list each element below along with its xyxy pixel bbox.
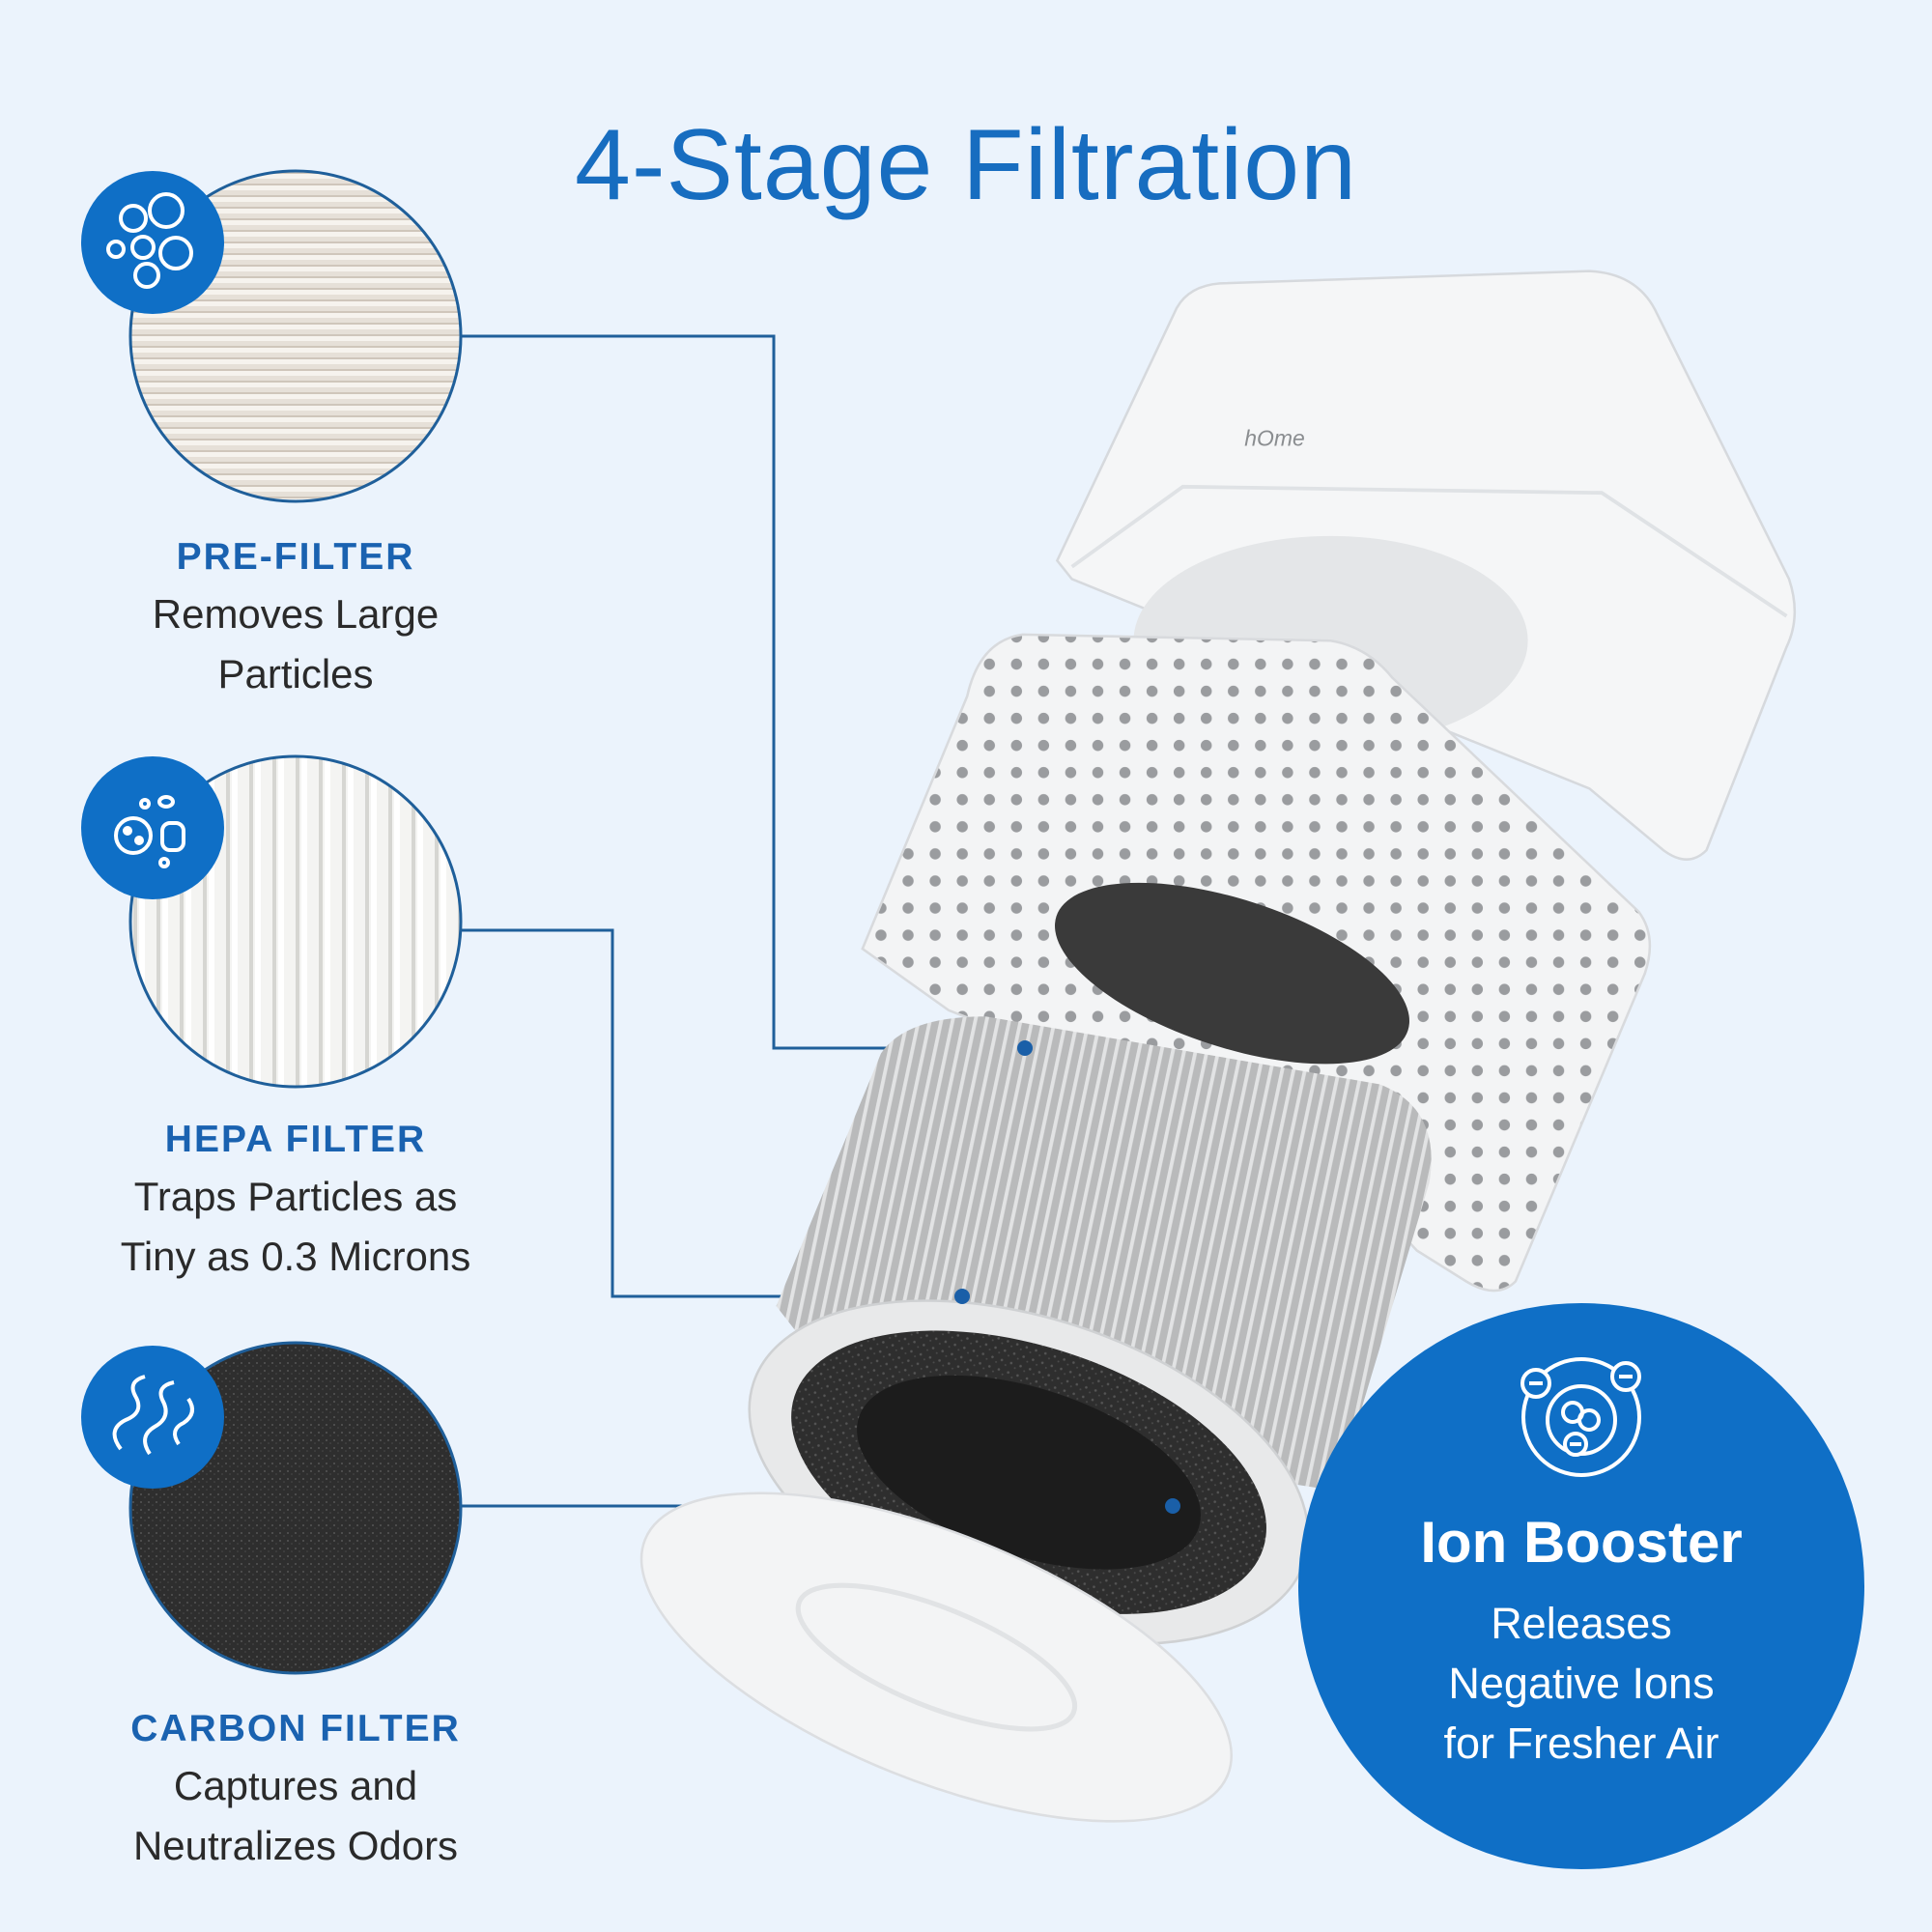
desc-line: Traps Particles as (133, 1174, 458, 1219)
desc-line: Tiny as 0.3 Microns (120, 1234, 471, 1279)
stage-label: CARBON FILTER (130, 1708, 461, 1749)
particles-icon (81, 171, 224, 314)
ion-booster-badge (1298, 1303, 1864, 1869)
desc-line: Captures and (173, 1763, 418, 1808)
brand-logo: hOme (1244, 426, 1304, 451)
stage-description: Captures and Neutralizes Odors (54, 1756, 537, 1876)
stage-pre-filter: PRE-FILTER Removes Large Particles (54, 536, 537, 704)
desc-line: Removes Large (152, 591, 440, 637)
stage-label: PRE-FILTER (176, 536, 415, 578)
air-purifier-exploded-view: hOme (639, 270, 1797, 1823)
page-title: 4-Stage Filtration (575, 109, 1357, 221)
ion-booster-title: Ion Booster (1420, 1510, 1743, 1575)
desc-line: Neutralizes Odors (132, 1823, 459, 1868)
stage-description: Removes Large Particles (54, 584, 537, 704)
stage-carbon-filter: CARBON FILTER Captures and Neutralizes O… (54, 1708, 537, 1876)
ion-booster-description: Releases Negative Ions for Fresher Air (1343, 1594, 1820, 1774)
desc-line: Particles (217, 651, 374, 696)
stage-hepa-filter: HEPA FILTER Traps Particles as Tiny as 0… (54, 1119, 537, 1287)
odor-icon (81, 1346, 224, 1489)
base-plate (639, 1492, 1233, 1823)
desc-line: Releases (1491, 1599, 1672, 1648)
connector-dots (954, 1040, 1180, 1514)
stage-description: Traps Particles as Tiny as 0.3 Microns (54, 1167, 537, 1287)
ion-icon (1520, 1357, 1641, 1477)
desc-line: for Fresher Air (1443, 1719, 1719, 1768)
desc-line: Negative Ions (1448, 1659, 1715, 1708)
stage-label: HEPA FILTER (164, 1119, 427, 1160)
microbes-icon (81, 756, 224, 899)
